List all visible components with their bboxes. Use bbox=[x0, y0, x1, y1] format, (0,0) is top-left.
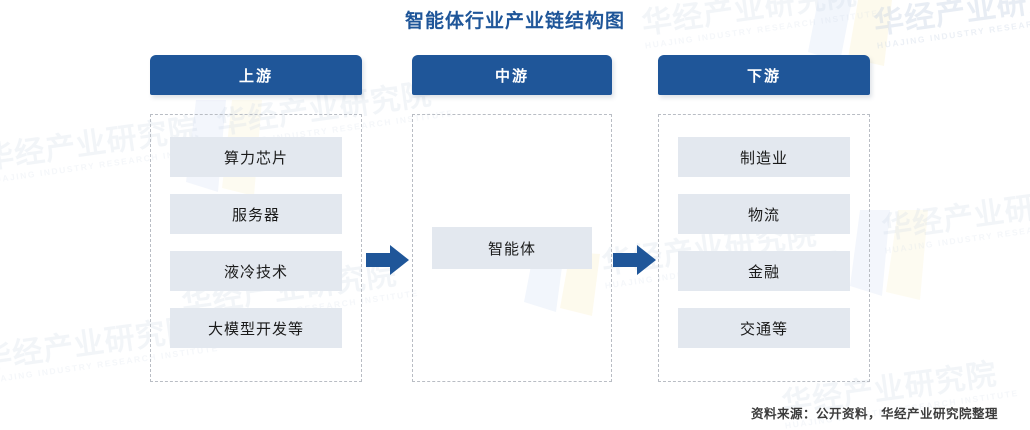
list-item: 算力芯片 bbox=[170, 137, 342, 177]
source-note: 资料来源：公开资料，华经产业研究院整理 bbox=[750, 407, 998, 421]
column-body-downstream: 制造业 物流 金融 交通等 bbox=[658, 114, 870, 382]
list-item: 物流 bbox=[678, 194, 850, 234]
list-item: 交通等 bbox=[678, 308, 850, 348]
arrow-right-icon bbox=[366, 245, 409, 275]
column-header-midstream: 中游 bbox=[412, 55, 612, 95]
page-title: 智能体行业产业链结构图 bbox=[404, 11, 625, 32]
list-item: 制造业 bbox=[678, 137, 850, 177]
watermark: 华经产业研究院 HUAJING INDUSTRY RESEARCH INSTIT… bbox=[879, 182, 1030, 256]
list-item: 金融 bbox=[678, 251, 850, 291]
column-midstream: 中游 智能体 bbox=[412, 55, 612, 382]
column-body-upstream: 算力芯片 服务器 液冷技术 大模型开发等 bbox=[150, 114, 362, 382]
list-item: 服务器 bbox=[170, 194, 342, 234]
column-header-downstream: 下游 bbox=[658, 55, 870, 95]
list-item: 智能体 bbox=[432, 227, 592, 269]
column-upstream: 上游 算力芯片 服务器 液冷技术 大模型开发等 bbox=[150, 55, 362, 382]
column-header-upstream: 上游 bbox=[150, 55, 362, 95]
column-downstream: 下游 制造业 物流 金融 交通等 bbox=[658, 55, 870, 382]
list-item: 液冷技术 bbox=[170, 251, 342, 291]
list-item: 大模型开发等 bbox=[170, 308, 342, 348]
arrow-right-icon bbox=[613, 245, 656, 275]
column-body-midstream: 智能体 bbox=[412, 114, 612, 382]
